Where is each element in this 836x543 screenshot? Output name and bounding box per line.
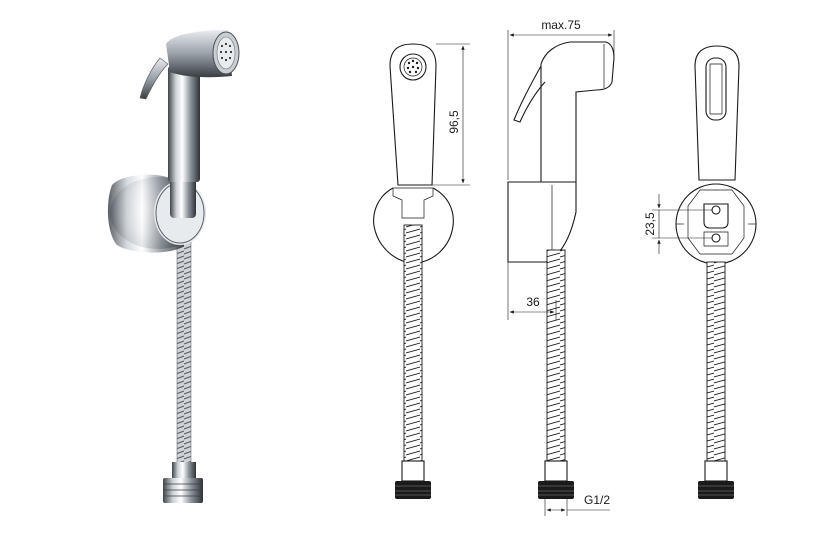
- side-nut: [538, 481, 574, 499]
- side-lever: [513, 65, 546, 123]
- product-render: [107, 30, 240, 503]
- render-nut: [163, 478, 203, 503]
- render-lever: [139, 57, 169, 100]
- front-nozzle: [399, 53, 427, 81]
- dim-max-width: max.75: [541, 18, 581, 32]
- rear-hose: [706, 261, 726, 462]
- side-view: max.75 36 G1/2: [507, 18, 615, 516]
- dim-holder-depth: 36: [526, 295, 540, 309]
- front-view: 96,5: [373, 43, 470, 499]
- dim-holder-height: 23,5: [643, 212, 657, 236]
- rear-view: 23,5: [643, 45, 757, 499]
- dim-thread: G1/2: [584, 493, 610, 507]
- front-head-outline: [389, 43, 437, 186]
- rear-head-outline: [694, 45, 740, 181]
- side-hose: [546, 249, 566, 462]
- side-head-outline: [540, 41, 615, 182]
- front-nut: [395, 481, 431, 499]
- render-handle: [168, 66, 200, 182]
- front-hose: [403, 224, 423, 462]
- rear-nut: [698, 481, 734, 499]
- rear-mount-bracket: [703, 203, 729, 229]
- dim-head-height: 96,5: [447, 110, 461, 134]
- rear-lever: [705, 57, 727, 121]
- render-hose: [177, 238, 191, 483]
- render-hose-fitting: [172, 462, 196, 478]
- side-wall-holder: [507, 181, 577, 263]
